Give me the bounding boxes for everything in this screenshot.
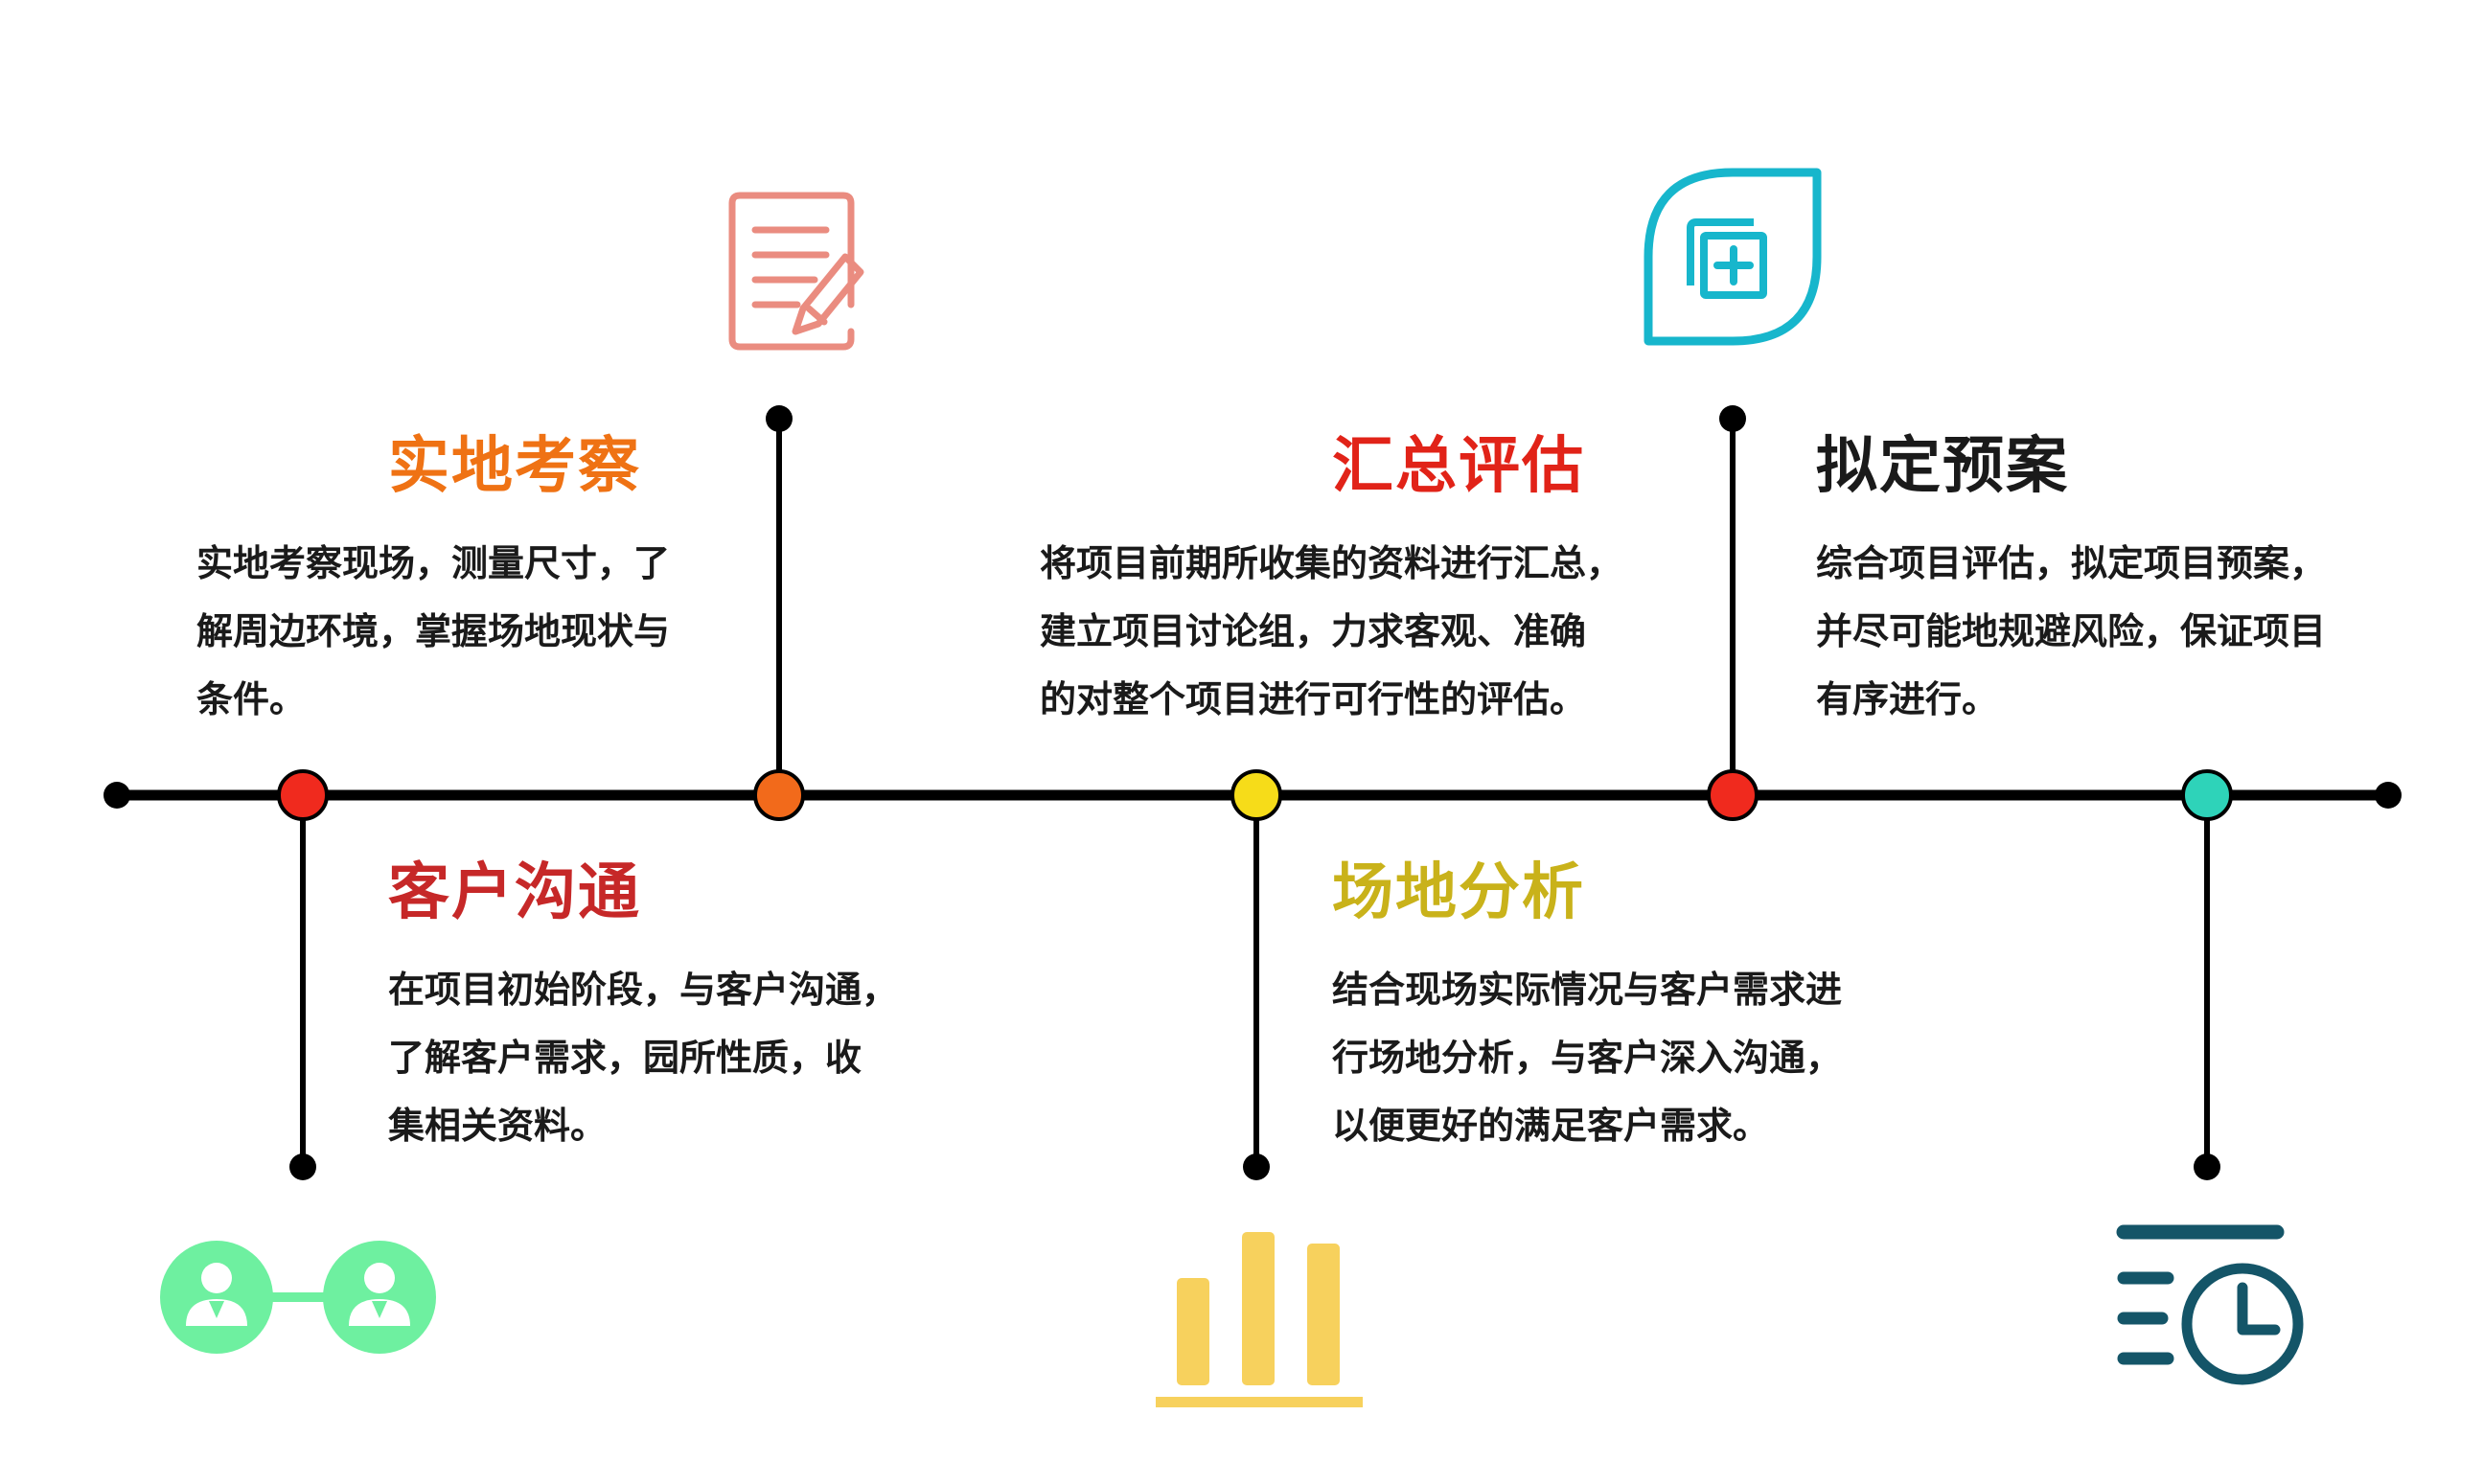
connector-evaluate bbox=[1719, 405, 1746, 795]
bar-chart-icon bbox=[1156, 1232, 1363, 1407]
node-communicate bbox=[277, 769, 329, 821]
desc-line: 并尽可能地规避风险，保证项目 bbox=[1816, 610, 2327, 652]
desc-line: 解周边环境，掌握场地现状与 bbox=[196, 610, 671, 652]
timeline-start-dot bbox=[103, 782, 130, 809]
desc-line: 以便更好的满足客户需求。 bbox=[1332, 1105, 1770, 1147]
desc-line: 综合项目评估，拟定项目预案， bbox=[1816, 542, 2327, 584]
list-clock-icon bbox=[2116, 1224, 2304, 1385]
desc-line: 的对整个项目进行可行性的评估。 bbox=[1040, 678, 1587, 720]
step-desc-analysis: 结合现场实际情况与客户需求进行场地分析，与客户深入沟通， 以便更好的满足客户需求。 bbox=[1332, 956, 1842, 1160]
step-desc-plan: 综合项目评估，拟定项目预案， 并尽可能地规避风险，保证项目有序进行。 bbox=[1816, 530, 2326, 734]
step-title-communicate: 客户沟通 bbox=[388, 857, 641, 928]
desc-line: 条件。 bbox=[196, 678, 307, 720]
connector-analysis bbox=[1243, 795, 1270, 1180]
desc-line: 建立项目讨论组，力求客观、准确 bbox=[1040, 610, 1587, 652]
step-desc-evaluate: 将项目前期所收集的资料进行汇总， 建立项目讨论组，力求客观、准确的对整个项目进行可… bbox=[1040, 530, 1622, 734]
desc-line: 有序进行。 bbox=[1816, 678, 1999, 720]
timeline-end-dot bbox=[2375, 782, 2402, 809]
document-edit-icon bbox=[728, 192, 864, 351]
step-title-analysis: 场地分析 bbox=[1332, 857, 1585, 928]
node-evaluate bbox=[1707, 769, 1759, 821]
desc-line: 行场地分析，与客户深入沟通， bbox=[1332, 1037, 1843, 1079]
connector-communicate bbox=[289, 795, 316, 1180]
desc-line: 结合现场实际情况与客户需求进 bbox=[1332, 969, 1843, 1011]
connector-plan bbox=[2194, 795, 2220, 1180]
layers-add-icon bbox=[1644, 168, 1822, 346]
step-title-survey: 实地考察 bbox=[388, 431, 641, 502]
desc-line: 了解客户需求，园所性质，收 bbox=[388, 1037, 862, 1079]
users-connected-icon bbox=[160, 1241, 436, 1354]
step-desc-survey: 实地考察现场，测量尺寸，了解周边环境，掌握场地现状与条件。 bbox=[196, 530, 670, 734]
node-analysis bbox=[1230, 769, 1282, 821]
connector-survey bbox=[766, 405, 793, 795]
step-title-plan: 拟定预案 bbox=[1816, 431, 2069, 502]
desc-line: 在项目初始阶段，与客户沟通， bbox=[388, 969, 899, 1011]
desc-line: 集相关资料。 bbox=[388, 1105, 608, 1147]
step-title-evaluate: 汇总评估 bbox=[1332, 431, 1585, 502]
node-plan bbox=[2181, 769, 2233, 821]
desc-line: 实地考察现场，测量尺寸，了 bbox=[196, 542, 671, 584]
node-survey bbox=[753, 769, 805, 821]
step-desc-communicate: 在项目初始阶段，与客户沟通， 了解客户需求，园所性质，收集相关资料。 bbox=[388, 956, 898, 1160]
desc-line: 将项目前期所收集的资料进行汇总， bbox=[1040, 542, 1623, 584]
